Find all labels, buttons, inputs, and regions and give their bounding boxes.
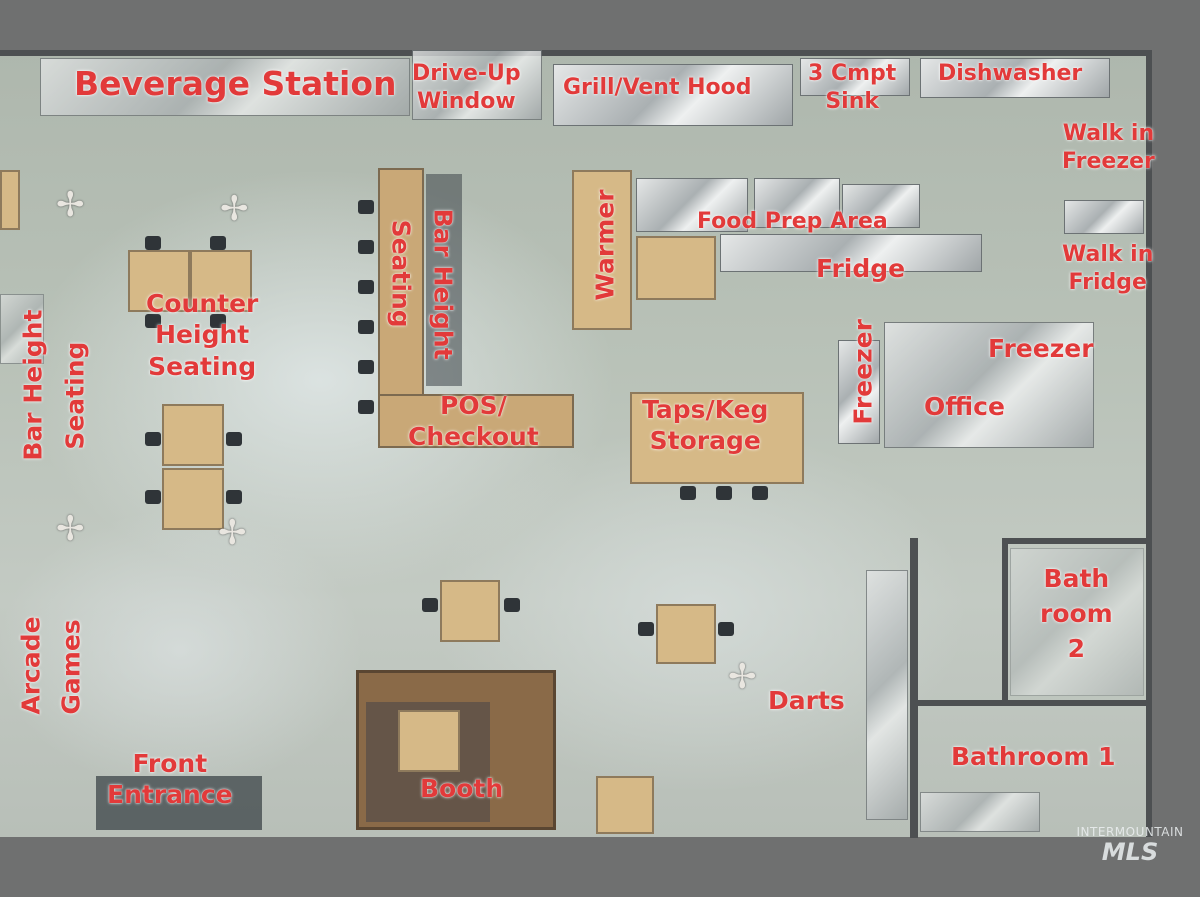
games-label: Games [56,619,86,715]
bar-counter-horizontal [378,394,574,448]
taps-keg-storage-label: Taps/Keg Storage [642,395,769,456]
bathroom-2-wall-top [1002,538,1146,544]
grill-vent-hood-label: Grill/Vent Hood [563,75,752,100]
front-entrance-label: Front Entrance [107,749,233,810]
north-wall [0,50,1152,56]
partition-wall [910,538,918,838]
counter-table-4 [162,468,224,530]
ceiling-fan: ✢ [56,185,85,225]
bar-counter-inner [426,174,462,386]
bathroom-1-sink [920,792,1040,832]
watermark-line1: INTERMOUNTAIN [1076,825,1184,839]
food-prep-area-label: Food Prep Area [697,209,888,234]
dining-table-3 [596,776,654,834]
three-cmpt-sink-label: 3 Cmpt Sink [808,61,897,114]
ceiling-fan: ✢ [728,657,757,697]
sink-unit [800,58,910,96]
arcade-label: Arcade [16,616,46,715]
floor-plan: ✢ ✢ ✢ ✢ ✢ [0,50,1152,838]
counter-table-3 [162,404,224,466]
left-wall-shelf-mid [0,294,44,364]
booth-label: Booth [420,774,504,803]
watermark: INTERMOUNTAIN MLS [1062,826,1198,864]
pos-checkout-label: POS/ Checkout [408,391,539,452]
seating-center-label: Seating [386,219,416,328]
bathroom-2-wall-left [1002,538,1008,700]
bathroom-1-wall-top [918,700,1146,706]
warmer-label: Warmer [590,189,620,301]
prep-cutting-board [636,236,716,300]
counter-height-seating-label: Counter Height Seating [146,289,259,381]
fridge-unit [720,234,982,272]
dining-table-1 [440,580,500,642]
prep-table-2 [754,178,840,228]
walk-in-freezer-label: Walk in Freezer [1062,121,1155,174]
dishwasher-label: Dishwasher [938,61,1083,86]
counter-table-2 [190,250,252,312]
walk-in-fridge-label: Walk in Fridge [1062,242,1154,295]
freezer-unit [838,340,880,444]
drive-up-window-label: Drive-Up Window [412,61,521,114]
ceiling-fan: ✢ [220,189,249,229]
east-wall [1146,50,1152,837]
warmer-counter [572,170,632,330]
booth-table [398,710,460,772]
left-wall-shelf-top [0,170,20,230]
bar-height-center-label: Bar Height [428,208,458,360]
drive-up-window-counter [412,50,542,120]
bathroom-2-room [1010,548,1144,696]
counter-table-1 [128,250,190,312]
freezer-vertical-label: Freezer [848,319,878,425]
prep-table-1 [636,178,748,232]
bar-height-left-label: Bar Height [18,309,48,461]
bathroom-1-label: Bathroom 1 [951,742,1116,771]
office-label: Office [924,392,1005,421]
darts-wall [866,570,908,820]
taps-keg-counter [630,392,804,484]
grill-hood-unit [553,64,793,126]
beverage-station-label: Beverage Station [74,64,397,103]
ceiling-fan: ✢ [218,513,247,553]
dishwasher-unit [920,58,1110,98]
freezer-office-label: Freezer [988,334,1094,363]
bathroom-2-label: Bath room 2 [1040,564,1113,663]
walk-in-divider [1064,200,1144,234]
dining-table-2 [656,604,716,664]
prep-table-3 [842,184,920,228]
seating-left-label: Seating [60,341,90,450]
watermark-line2: MLS [1101,838,1159,866]
office-room [884,322,1094,448]
beverage-counter [40,58,410,116]
ceiling-fan: ✢ [56,509,85,549]
darts-label: Darts [768,686,845,715]
front-entrance-mat [96,776,262,830]
fridge-label: Fridge [816,254,906,283]
